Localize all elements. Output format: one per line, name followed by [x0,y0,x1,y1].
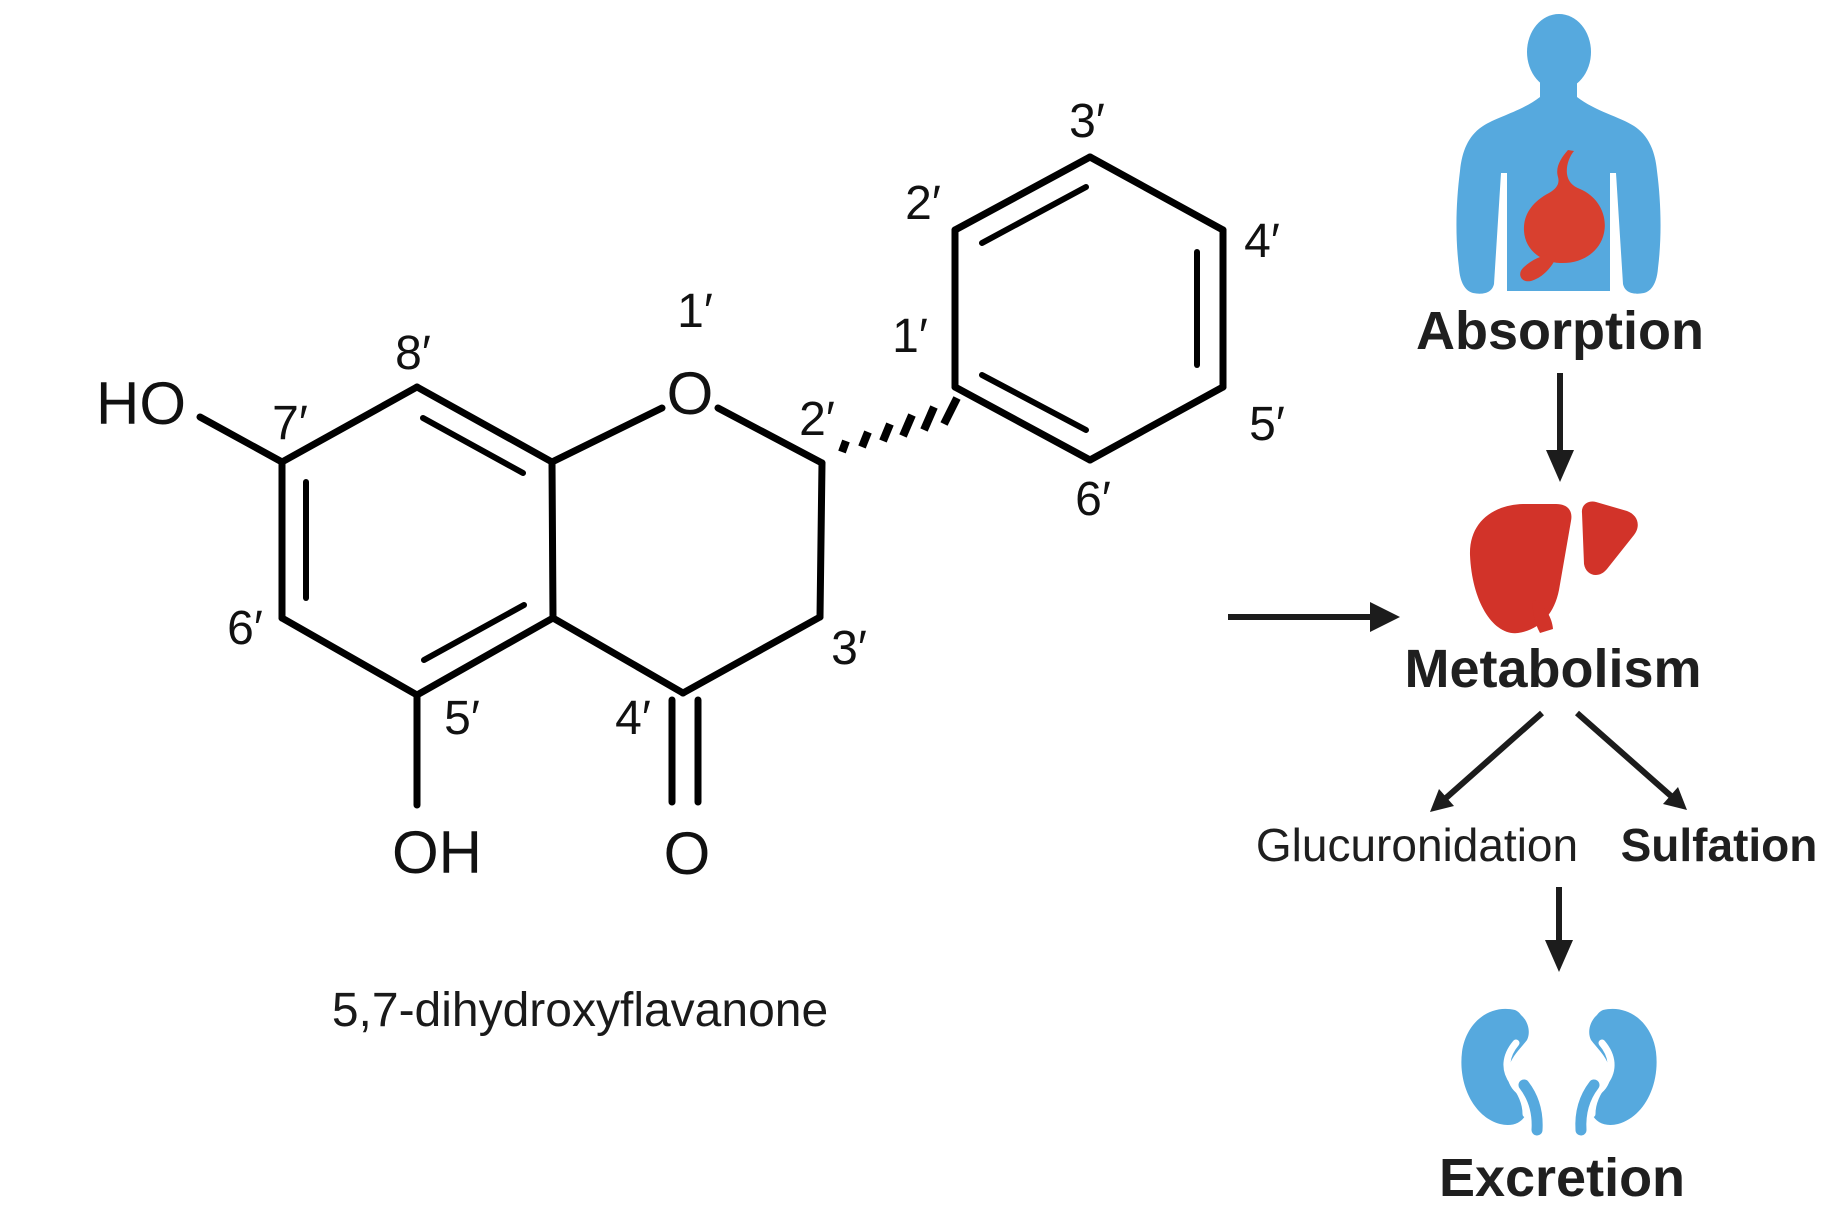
ketone-oxygen-label: O [664,820,711,887]
excretion-label: Excretion [1439,1148,1685,1208]
phenyl-pos-6: 6′ [1075,473,1111,526]
arrow-to-excretion [1545,887,1573,972]
absorption-label: Absorption [1416,301,1704,361]
glucuronidation-label: Glucuronidation [1256,819,1578,871]
phenyl-pos-5: 5′ [1249,398,1285,451]
molecule-caption: 5,7-dihydroxyflavanone [332,984,828,1037]
arrow-absorption-to-metabolism [1546,373,1574,482]
sulfation-label: Sulfation [1621,819,1818,871]
chromanone-pos-5: 5′ [444,692,480,745]
chromanone-pos-1: 1′ [677,285,713,338]
ring-oxygen-label: O [667,360,714,427]
pathway-flowchart: Absorption Metabolism Glucuro [1228,14,1817,1208]
kidneys-icon [1461,1008,1657,1136]
ketone-double-bond [668,696,702,806]
hashed-wedge-bond [838,396,961,454]
c7-oh-bond [196,413,286,466]
chromanone-pos-8: 8′ [395,327,431,380]
phenyl-pos-2: 2′ [905,177,941,230]
stomach-icon [1520,150,1605,282]
arrow-metabolism-to-sulfation [1575,710,1687,810]
chromanone-pos-3: 3′ [831,622,867,675]
oh-label: OH [392,819,482,886]
chromanone-pos-6: 6′ [227,602,263,655]
chromanone-pos-7: 7′ [272,397,308,450]
molecule-structure: HO OH O O 1′ 2′ 3′ 4′ 5′ 6′ 7′ 8′ 1′ 2′ … [96,95,1285,1037]
chromanone-pos-2: 2′ [799,393,835,446]
pyranone-ring-bonds [548,404,826,697]
human-body-stomach-icon [1456,14,1661,294]
a-ring-bonds [278,383,557,699]
liver-icon [1469,501,1638,634]
phenyl-ring-bonds [951,153,1227,464]
arrow-metabolism-to-glucuronidation [1430,710,1544,812]
phenyl-pos-3: 3′ [1069,95,1105,148]
arrow-molecule-to-metabolism [1228,602,1400,632]
chromanone-pos-4: 4′ [615,692,651,745]
phenyl-pos-1: 1′ [892,310,928,363]
ho-label: HO [96,370,186,437]
metabolism-label: Metabolism [1404,639,1701,699]
phenyl-pos-4: 4′ [1244,215,1280,268]
